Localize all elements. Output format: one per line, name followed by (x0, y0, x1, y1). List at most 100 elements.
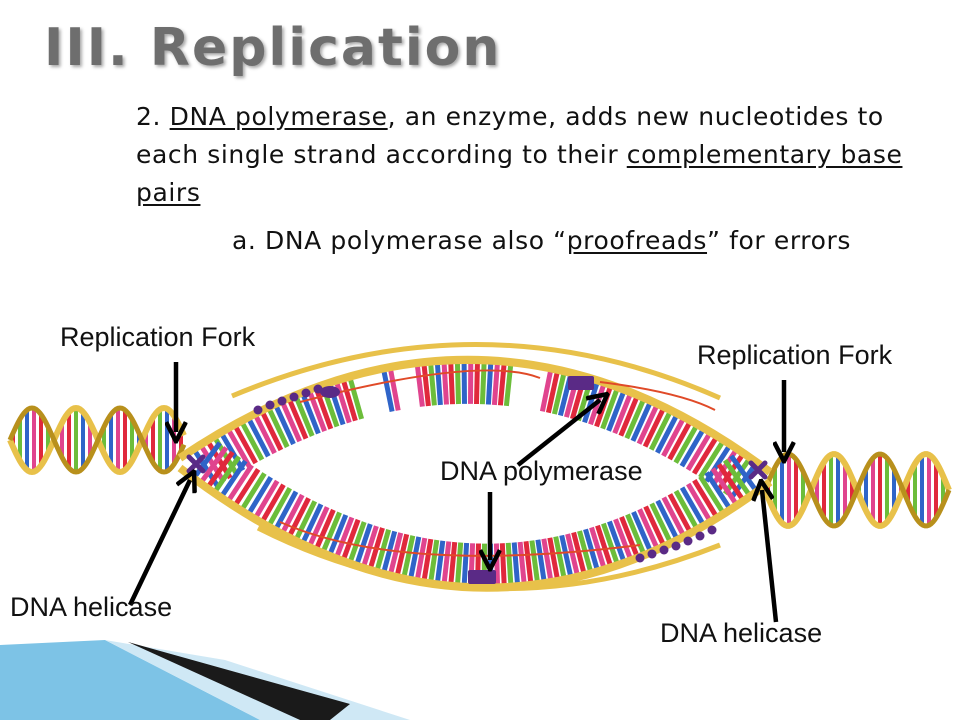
base (613, 518, 634, 562)
base (673, 489, 700, 531)
base (454, 542, 464, 587)
base (698, 438, 726, 479)
base (667, 419, 693, 461)
base (272, 403, 296, 446)
label-dna-polymerase: DNA polymerase (440, 456, 643, 486)
base (631, 511, 654, 554)
new-strand-backbone (256, 525, 721, 592)
base (286, 497, 311, 539)
strand-backbone (177, 355, 773, 476)
base (624, 396, 647, 440)
base (722, 458, 753, 498)
base (716, 463, 746, 503)
base (643, 505, 667, 548)
bullet-number: 2. (136, 102, 162, 131)
base (252, 412, 277, 455)
base (619, 515, 640, 559)
base (448, 541, 458, 587)
base (441, 541, 452, 586)
enzymes (186, 376, 768, 584)
base (673, 423, 700, 464)
new-strand-arrow (279, 521, 641, 557)
base (692, 479, 720, 520)
base (205, 450, 235, 490)
base (612, 391, 634, 435)
base (354, 523, 373, 567)
label-arrows (127, 362, 784, 623)
base (710, 467, 740, 507)
free-nucleotide (671, 541, 681, 551)
base (218, 431, 246, 472)
bullet-dna-polymerase: 2. DNA polymerase, an enzyme, adds new n… (136, 98, 951, 212)
polymerase-enzyme-small (320, 386, 340, 398)
base (272, 490, 299, 532)
base (239, 472, 267, 513)
free-nucleotide (277, 396, 287, 406)
base (691, 434, 720, 475)
base (454, 359, 461, 405)
base (704, 471, 733, 511)
base (661, 415, 687, 458)
base (511, 542, 521, 587)
base (607, 520, 627, 564)
term-dna-polymerase: DNA polymerase (169, 102, 388, 131)
base (306, 506, 330, 549)
base (198, 446, 229, 485)
label-dna-helicase-right: DNA helicase (660, 618, 823, 648)
base (333, 516, 355, 560)
free-nucleotide (707, 525, 717, 535)
base (685, 430, 713, 472)
base (589, 526, 607, 571)
helix-backbone (762, 451, 952, 529)
base (434, 540, 446, 585)
base (245, 416, 271, 458)
base (547, 537, 561, 582)
base (387, 366, 401, 411)
base (698, 475, 726, 516)
base (595, 524, 614, 569)
base (320, 511, 342, 555)
base (679, 426, 707, 468)
base (286, 397, 309, 440)
base (479, 360, 487, 405)
base (648, 409, 674, 451)
base (535, 539, 547, 584)
slide-footer-decoration (0, 640, 410, 720)
base (293, 394, 315, 437)
free-nucleotide (659, 545, 669, 555)
free-nucleotide (289, 392, 299, 402)
base (505, 542, 514, 588)
base (191, 441, 222, 480)
base (551, 370, 567, 415)
sub-bullet-suffix: ” for errors (707, 226, 851, 255)
base (211, 455, 242, 495)
base (606, 388, 627, 432)
free-nucleotide (635, 553, 645, 563)
free-nucleotides (253, 384, 717, 563)
slide-title: III. Replication (44, 18, 502, 78)
base (517, 541, 527, 587)
base (232, 423, 258, 465)
base (245, 476, 273, 517)
base (661, 496, 687, 538)
replication-bubble-diagram (7, 342, 952, 623)
base (259, 483, 286, 525)
base (503, 361, 514, 407)
base (571, 531, 587, 576)
base (630, 399, 654, 442)
base (327, 514, 349, 557)
term-complementary-base-pairs: complementary base pairs (136, 140, 903, 207)
base (313, 386, 334, 430)
label-arrow (762, 490, 779, 623)
base (636, 402, 660, 445)
label-arrow (127, 480, 190, 606)
new-strand-arrow (299, 369, 541, 403)
footer-dark-wedge (128, 642, 350, 720)
base (299, 391, 321, 435)
base (266, 486, 292, 528)
base (618, 394, 640, 437)
base (232, 468, 261, 508)
term-proofreads: proofreads (566, 226, 708, 255)
base (225, 427, 252, 468)
base (259, 409, 284, 452)
